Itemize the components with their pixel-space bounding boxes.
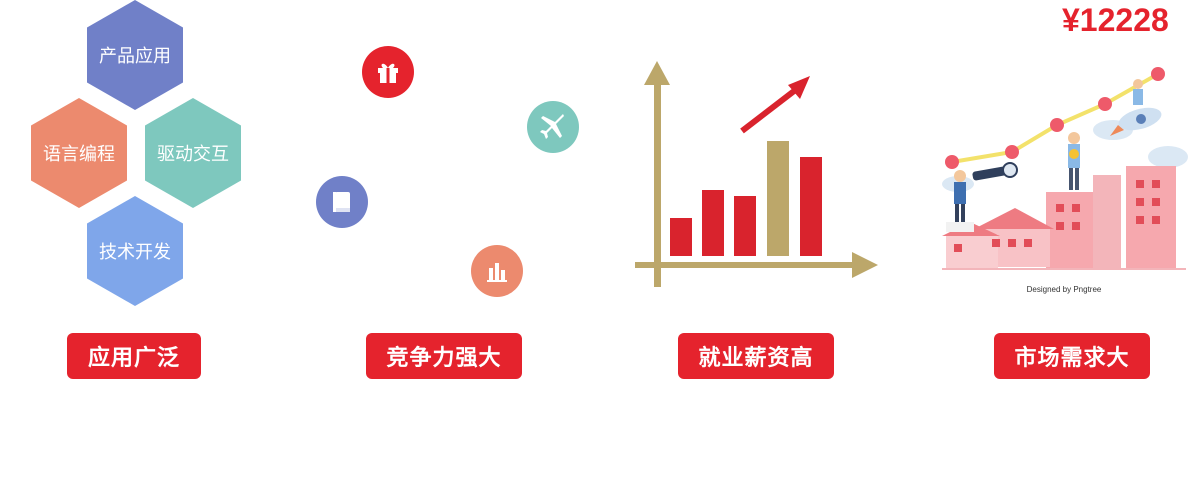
- bar: [702, 190, 724, 256]
- illustration-credit: Designed by Pngtree: [1027, 285, 1102, 294]
- bar: [767, 141, 789, 256]
- growth-chart-illustration: [635, 61, 878, 287]
- book-icon: [316, 176, 368, 228]
- gift-icon: [362, 46, 414, 98]
- price-label: ¥12228: [1062, 2, 1169, 38]
- bar: [800, 157, 822, 256]
- hexagon-language-programming: 语言编程: [31, 98, 127, 208]
- bar-chart-icon: [471, 245, 523, 297]
- bar: [734, 196, 756, 256]
- label-strong-competitiveness: 竞争力强大: [366, 333, 522, 379]
- x-axis: [635, 252, 878, 278]
- hexagon-label: 产品应用: [99, 46, 171, 67]
- person-on-rocket: [1133, 79, 1143, 105]
- hexagon-driver-interaction: 驱动交互: [145, 98, 241, 208]
- bar: [670, 218, 692, 256]
- hexagon-product-application: 产品应用: [87, 0, 183, 110]
- hexagon-label: 驱动交互: [157, 144, 229, 165]
- airplane-icon: [527, 101, 579, 153]
- person-with-telescope: [946, 162, 1018, 232]
- person-with-coin: [1068, 132, 1080, 190]
- trend-arrow-icon: [740, 76, 810, 134]
- hexagon-tech-development: 技术开发: [87, 196, 183, 306]
- y-axis: [644, 61, 670, 287]
- hexagon-label: 技术开发: [99, 242, 171, 263]
- rocket-icon: [1110, 107, 1162, 136]
- label-high-salary: 就业薪资高: [678, 333, 834, 379]
- hexagon-label: 语言编程: [43, 144, 115, 165]
- market-growth-illustration: Designed by Pngtree: [942, 67, 1188, 294]
- growth-points: [945, 67, 1165, 169]
- buildings: [942, 166, 1186, 270]
- label-high-market-demand: 市场需求大: [994, 333, 1150, 379]
- label-widely-applied: 应用广泛: [67, 333, 201, 379]
